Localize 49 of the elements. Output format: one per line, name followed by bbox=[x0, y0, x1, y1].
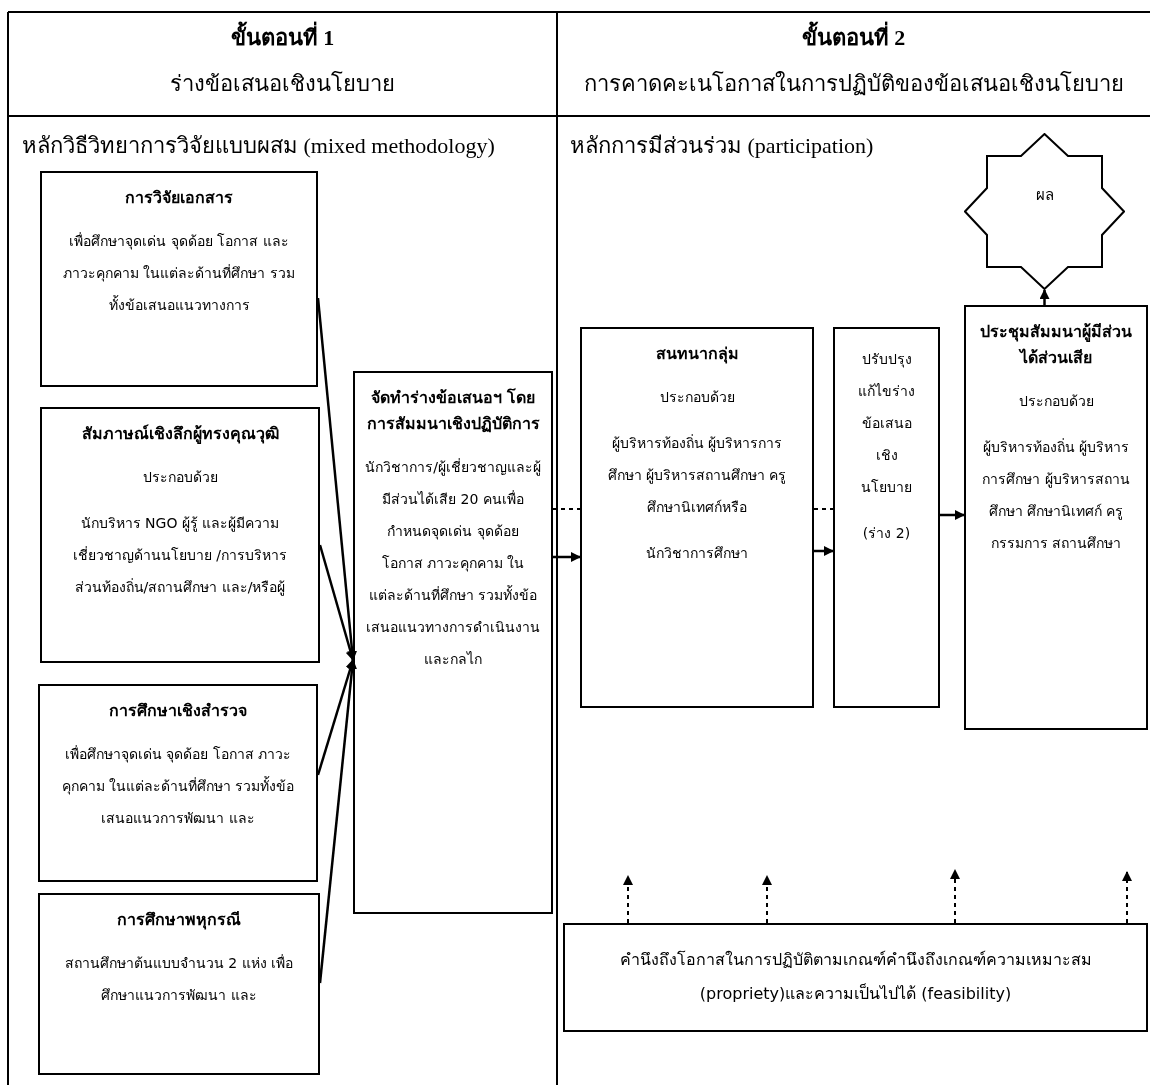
arrow bbox=[1039, 289, 1050, 305]
box-title: จัดทำร่างข้อเสนอฯ โดยการสัมมนาเชิงปฏิบัติการ bbox=[365, 387, 541, 435]
step-heading: ขั้นตอนที่ 1 bbox=[8, 20, 557, 55]
section-heading: หลักวิธีวิทยาการวิจัยแบบผสม (mixed methodology) bbox=[22, 132, 495, 160]
box-text: ผู้บริหารท้องถิ่น ผู้บริหารการศึกษา ผู้บริหารสถานศึกษา ศึกษานิเทศก์ ครู กรรมการ สถานศึกษา bbox=[981, 437, 1131, 553]
box-text: ผู้บริหารท้องถิ่น ผู้บริหารการศึกษา ผู้บริหารสถานศึกษา ครูศึกษานิเทศก์หรือ bbox=[606, 433, 788, 517]
box-title: สัมภาษณ์เชิงลึกผู้ทรงคุณวุฒิ bbox=[80, 423, 280, 446]
arrow bbox=[553, 552, 581, 562]
process-box bbox=[40, 407, 320, 663]
box-text: ประกอบด้วย bbox=[1017, 392, 1095, 411]
section-heading: หลักการมีส่วนร่วม (participation) bbox=[570, 132, 874, 160]
box-text: เพื่อศึกษาจุดเด่น จุดด้อย โอกาส ภาวะคุกคาม ในแต่ละด้านที่ศึกษา รวมทั้งข้อเสนอแนวการพัฒนา และ bbox=[60, 744, 296, 828]
process-box bbox=[40, 171, 318, 387]
box-title: ประชุมสัมมนาผู้มีส่วนได้ส่วนเสีย bbox=[979, 321, 1133, 369]
process-box bbox=[38, 893, 320, 1075]
box-title: การศึกษาเชิงสำรวจ bbox=[108, 700, 248, 722]
connector-line bbox=[813, 508, 834, 510]
criteria-text: คำนึงถึงโอกาสในการปฏิบัติตามเกณฑ์คำนึงถึงเกณฑ์ความเหมาะสม (propriety)และความเป็นไปได้ (feasibility) bbox=[618, 949, 1093, 1005]
box-title: การศึกษาพหุกรณี bbox=[116, 909, 242, 932]
arrow bbox=[762, 875, 772, 924]
box-text: ประกอบด้วย bbox=[658, 388, 736, 407]
result-text: ผล bbox=[1034, 185, 1055, 206]
process-box bbox=[964, 305, 1148, 730]
process-box bbox=[38, 684, 318, 882]
arrow bbox=[940, 510, 965, 520]
connector-line bbox=[552, 508, 581, 510]
process-box bbox=[353, 371, 553, 914]
box-title: การวิจัยเอกสาร bbox=[124, 187, 234, 209]
box-text: สถานศึกษาต้นแบบจำนวน 2 แห่ง เพื่อศึกษาแนวการพัฒนา และ bbox=[63, 953, 295, 1005]
arrow bbox=[1122, 871, 1132, 924]
box-text: นักวิชาการศึกษา bbox=[645, 544, 749, 563]
box-text: นักวิชาการ/ผู้เชี่ยวชาญและผู้มีส่วนได้เสีย 20 คนเพื่อกำหนดจุดเด่น จุดด้อย โอกาส ภาวะคุกคาม ในแต่ละด้านที่ศึกษา รวมทั้งข้อเสนอแนวทางการดำเนินงาน และกลไก bbox=[365, 457, 541, 669]
box-text: ปรับปรุงแก้ไขร่างข้อเสนอเชิงนโยบาย bbox=[857, 350, 916, 497]
step-title: การคาดคะเนโอกาสในการปฏิบัติของข้อเสนอเชิงนโยบาย bbox=[582, 70, 1125, 98]
step-heading: ขั้นตอนที่ 2 bbox=[557, 20, 1150, 55]
process-box bbox=[580, 327, 814, 708]
step-title: ร่างข้อเสนอเชิงนโยบาย bbox=[169, 70, 396, 98]
arrow bbox=[623, 875, 633, 924]
arrow bbox=[950, 869, 960, 924]
box-text: (ร่าง 2) bbox=[861, 524, 912, 543]
box-text: เพื่อศึกษาจุดเด่น จุดด้อย โอกาส และภาวะคุกคาม ในแต่ละด้านที่ศึกษา รวมทั้งข้อเสนอแนวทางการ bbox=[62, 231, 296, 315]
process-box bbox=[833, 327, 940, 708]
box-text: ประกอบด้วย bbox=[141, 468, 219, 487]
arrow bbox=[814, 546, 834, 556]
star-shape bbox=[964, 133, 1125, 290]
box-text: นักบริหาร NGO ผู้รู้ และผู้มีความเชี่ยวชาญด้านนโยบาย /การบริหารส่วนท้องถิ่น/สถานศึกษา และ/หรือผู้ bbox=[71, 514, 289, 598]
box-title: สนทนากลุ่ม bbox=[654, 343, 740, 366]
criteria-box bbox=[563, 923, 1148, 1032]
arrow bbox=[318, 659, 358, 984]
